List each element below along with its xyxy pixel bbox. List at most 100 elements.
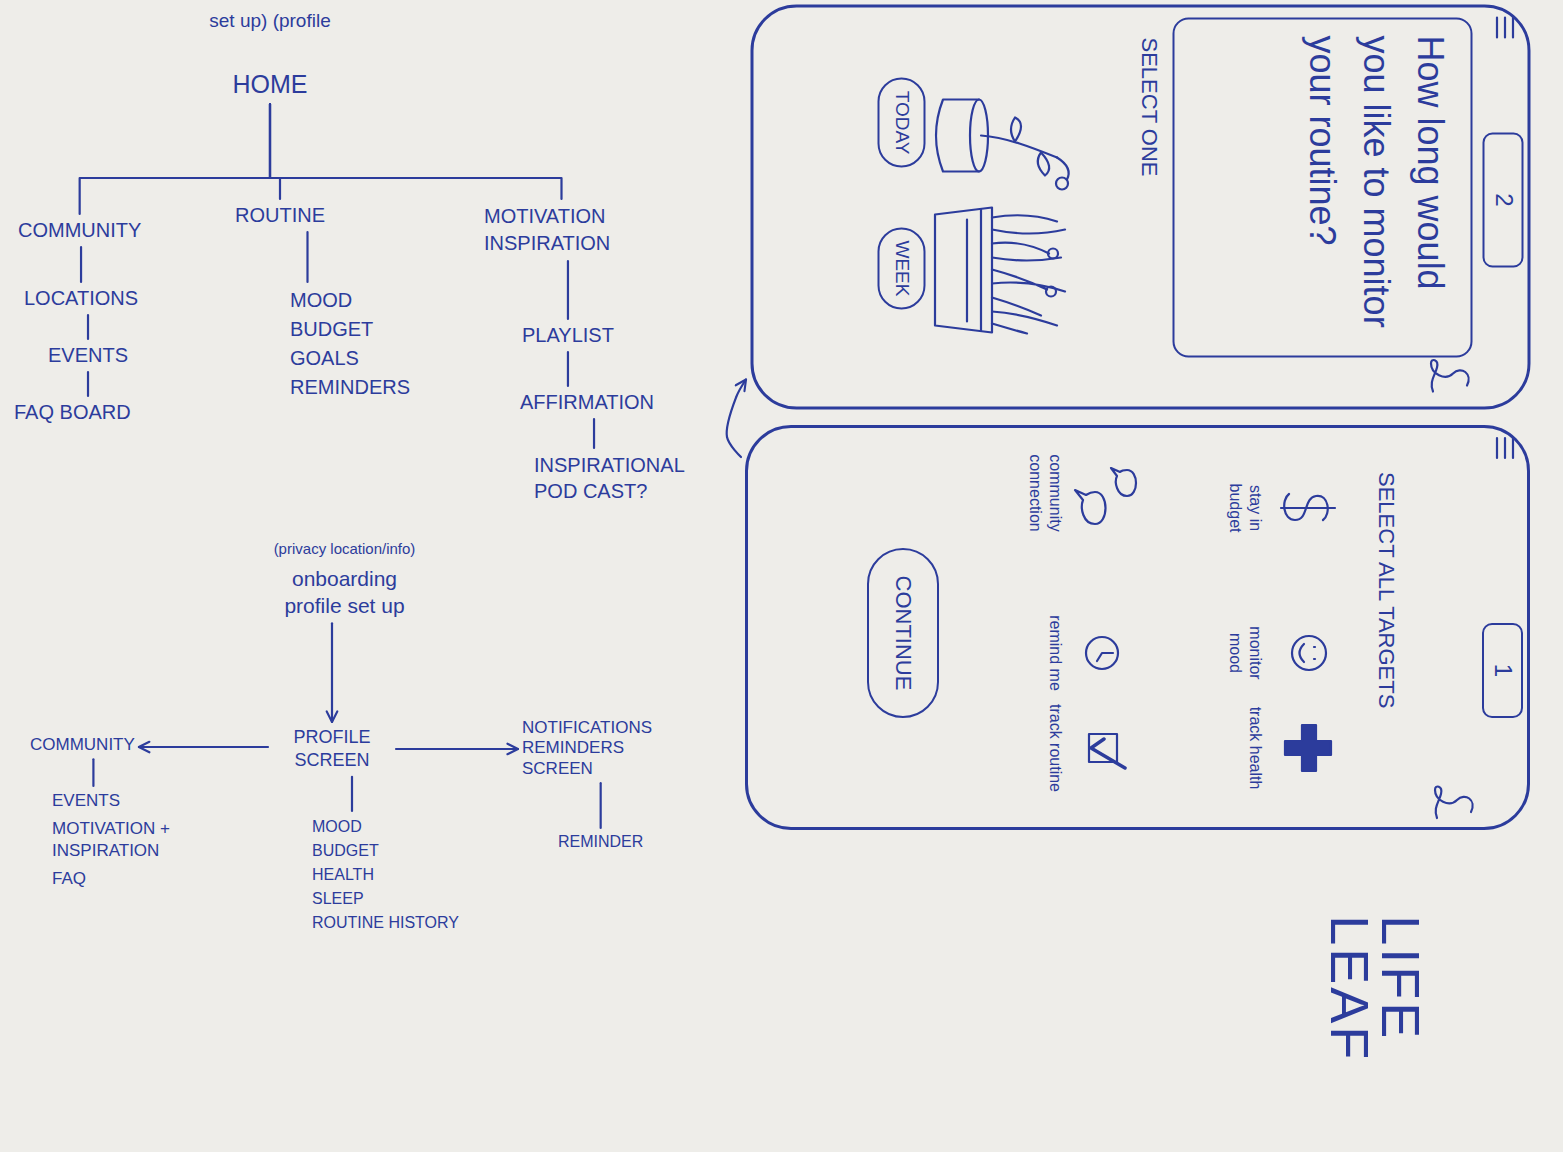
home-node: set up) (profileHOME <box>205 10 335 100</box>
phone-screen-text: SELECT ALL TARGETS <box>1373 472 1399 708</box>
flow-arrow <box>396 748 518 750</box>
phone-screen: SELECT ALL TARGETS stay in budget monitor … <box>745 425 1530 830</box>
tree-branch <box>87 315 89 339</box>
phone-screen: SELECT ONE 2 How long would you like to mo… <box>750 5 1530 410</box>
screen-node-text: COMMUNITY <box>30 734 135 755</box>
page-node-text: INSPIRATIONAL POD CAST? <box>534 452 699 504</box>
section-node-text: MOTIVATION INSPIRATION <box>484 203 639 257</box>
tree-branch <box>80 247 82 282</box>
onboarding-node-text: onboarding profile set up <box>262 565 427 620</box>
plant-leaf <box>1011 118 1021 142</box>
screen-node: COMMUNITY <box>30 734 135 755</box>
page-node-text: EVENTS <box>48 343 128 368</box>
feature-list-text: REMINDER <box>558 832 643 852</box>
check-mark <box>1091 739 1125 768</box>
flower-stem <box>1057 158 1069 180</box>
logo-wordmark: LIFE LEAF <box>1324 915 1427 1065</box>
tree-branch <box>600 783 602 828</box>
page-node: FAQ BOARD <box>14 400 131 425</box>
feature-list: EVENTSMOTIVATION + INSPIRATIONFAQ <box>52 790 217 896</box>
page-node-text: FAQ BOARD <box>14 400 131 425</box>
page-node-text: LOCATIONS <box>24 286 138 311</box>
flower-bud <box>1056 178 1068 190</box>
page-node-text: AFFIRMATION <box>520 390 654 415</box>
phone-screen-text: stay in budget <box>1225 463 1265 553</box>
tree-branch <box>92 759 94 786</box>
phone-one-art <box>1075 438 1513 818</box>
tree-branch <box>270 104 280 199</box>
tree-branch <box>567 352 569 386</box>
hamburger-icon <box>1497 18 1513 38</box>
health-cross <box>1285 725 1331 771</box>
question-box: How long would you like to monitor your … <box>1172 18 1472 358</box>
page-node: EVENTS <box>48 343 128 368</box>
option-pill-text: WEEK <box>890 241 913 297</box>
flow-arrow <box>727 380 746 458</box>
screen-number-tab-text: 2 <box>1488 193 1517 206</box>
feature-list-text: MOTIVATION + INSPIRATION <box>52 818 217 862</box>
home-node-text: set up) (profile <box>205 10 335 33</box>
dollar-icon <box>1281 494 1335 520</box>
speech-bubble <box>1111 468 1136 496</box>
section-node-text: ROUTINE <box>235 203 325 228</box>
tree-branch <box>87 372 89 396</box>
onboarding-node-text: (privacy location/info) <box>262 540 427 559</box>
page-node: PLAYLIST <box>522 323 614 348</box>
page-node: INSPIRATIONAL POD CAST? <box>534 452 699 504</box>
flow-arrow <box>331 623 333 722</box>
hamburger-icon <box>1497 438 1513 458</box>
option-pill-text: TODAY <box>890 91 913 155</box>
tree-branch <box>306 232 308 282</box>
page-node: LOCATIONS <box>24 286 138 311</box>
feature-list-text: EVENTS <box>52 790 217 812</box>
flow-arrow <box>139 746 268 748</box>
feature-list-text: MOOD <box>290 286 410 315</box>
page-node-text: PLAYLIST <box>522 323 614 348</box>
screen-node-text: PROFILE SCREEN <box>272 726 392 773</box>
plant-stem <box>981 136 1057 158</box>
feature-list-text: HEALTH <box>312 863 459 887</box>
section-node: ROUTINE <box>235 203 325 228</box>
section-node: MOTIVATION INSPIRATION <box>484 203 639 257</box>
section-node: COMMUNITY <box>18 218 141 243</box>
leaf-logo <box>1435 787 1473 818</box>
feature-list-text: BUDGET <box>290 315 410 344</box>
phone-screen-text: community connection <box>1025 448 1065 538</box>
screen-number-tab: 2 <box>1482 133 1523 268</box>
question-box-text: How long would you like to monitor your … <box>1294 36 1456 340</box>
smiley-face <box>1300 644 1316 662</box>
phone-screen-text: remind me <box>1045 608 1065 698</box>
phone-screen-text: monitor mood <box>1225 608 1265 698</box>
phone-two-art <box>935 18 1513 392</box>
clock-icon <box>1086 637 1118 669</box>
speech-bubble <box>1075 490 1106 524</box>
flower-bud <box>1046 287 1056 297</box>
feature-list-text: SLEEP <box>312 887 459 911</box>
tree-branch <box>567 261 569 319</box>
feature-list-text: ROUTINE HISTORY <box>312 911 459 935</box>
phone-screen-text: track routine <box>1045 703 1065 793</box>
feature-list: MOODBUDGETHEALTHSLEEPROUTINE HISTORY <box>312 815 459 935</box>
tree-branch <box>593 419 595 448</box>
option-pill: WEEK <box>877 228 925 310</box>
screen-number-tab: 1 <box>1482 623 1523 718</box>
grass-blades <box>992 215 1065 333</box>
feature-list-text: REMINDERS <box>290 373 410 402</box>
home-node-text: HOME <box>205 69 335 100</box>
option-pill: TODAY <box>877 78 925 168</box>
feature-list-text: GOALS <box>290 344 410 373</box>
smiley-icon <box>1292 636 1326 670</box>
page-node: AFFIRMATION <box>520 390 654 415</box>
phone-screen-text: track health <box>1245 703 1265 793</box>
continue-button-text: CONTINUE <box>890 576 916 691</box>
continue-button: CONTINUE <box>867 548 939 718</box>
phone-screen-text: SELECT ONE <box>1135 38 1161 177</box>
feature-list: MOODBUDGETGOALSREMINDERS <box>290 286 410 402</box>
tree-branch <box>351 777 353 811</box>
feature-list-text: MOOD <box>312 815 459 839</box>
leaf-logo <box>1431 360 1469 391</box>
planter-box <box>935 208 992 333</box>
screen-node-text: NOTIFICATIONS REMINDERS SCREEN <box>522 718 687 779</box>
feature-list-text: BUDGET <box>312 839 459 863</box>
